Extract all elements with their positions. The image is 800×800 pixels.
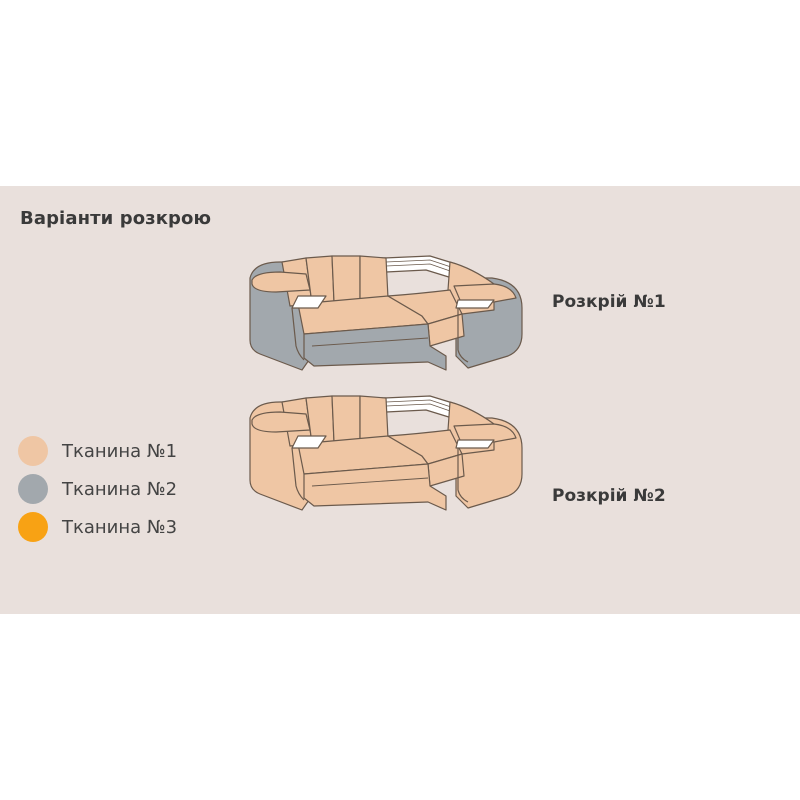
- corner-sofa-variant-2-illustration: [249, 395, 523, 511]
- cutting-options-panel: Варіанти розкрою: [0, 186, 800, 614]
- fabric-3-label: Тканина №3: [62, 516, 178, 538]
- fabric-1-swatch: [18, 436, 48, 466]
- fabric-legend: Тканина №1 Тканина №2 Тканина №3: [18, 432, 177, 546]
- panel-title: Варіанти розкрою: [20, 208, 212, 229]
- variant-2-label: Розкрій №2: [552, 486, 666, 506]
- fabric-2-label: Тканина №2: [62, 478, 178, 500]
- fabric-2-swatch: [18, 474, 48, 504]
- fabric-1-label: Тканина №1: [62, 440, 178, 462]
- legend-item: Тканина №3: [18, 508, 177, 546]
- variant-1-label: Розкрій №1: [552, 292, 666, 312]
- fabric-3-swatch: [18, 512, 48, 542]
- corner-sofa-variant-1-illustration: [249, 255, 523, 371]
- legend-item: Тканина №1: [18, 432, 177, 470]
- legend-item: Тканина №2: [18, 470, 177, 508]
